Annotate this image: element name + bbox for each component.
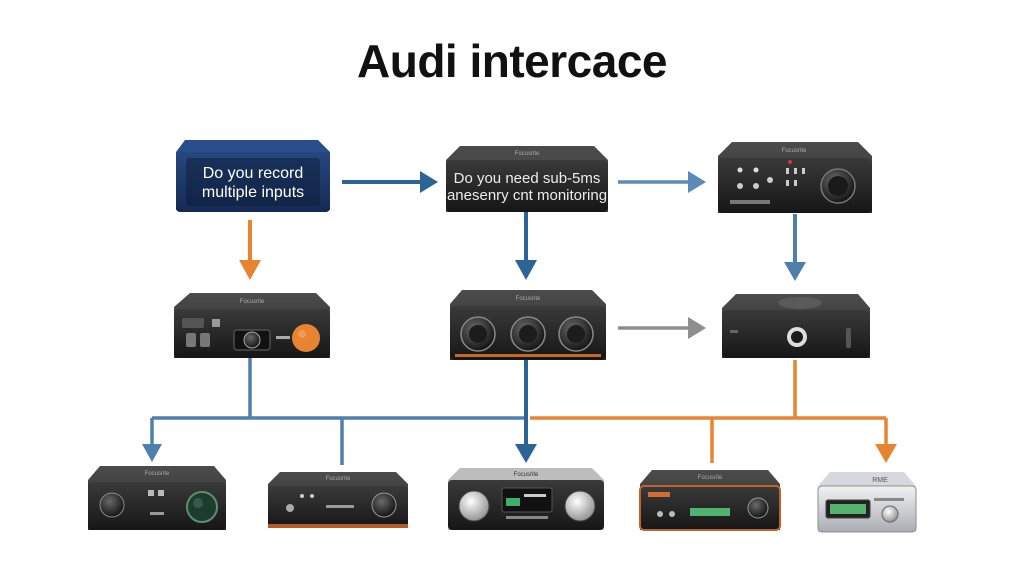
device-bottom-3: Focusrite <box>448 468 604 530</box>
arrow-q1-down-orange <box>239 220 261 280</box>
arrow-q2-to-top-right-device <box>618 171 706 193</box>
question-2-line-1: Do you need sub-5ms <box>453 170 601 187</box>
device-logo-bottom-5: RME <box>872 477 888 484</box>
blue-distribution-lines <box>142 358 537 465</box>
device-logo-bottom-4: Focusrite <box>698 475 723 481</box>
device-bottom-5: RME <box>817 472 917 533</box>
question-box-record-inputs <box>176 140 330 212</box>
device-logo-top-right: Focusrite <box>782 148 807 154</box>
arrow-q2-down-blue <box>515 212 537 280</box>
device-bottom-4: Focusrite <box>639 470 781 531</box>
orange-distribution-lines <box>530 360 897 463</box>
device-logo-mid-middle: Focusrite <box>516 296 541 302</box>
device-mid-right <box>722 294 870 358</box>
device-mid-left: Focusrite <box>174 293 330 358</box>
device-bottom-2: Focusrite <box>268 472 408 528</box>
device-logo-bottom-3: Focusrite <box>514 472 539 478</box>
device-logo-bottom-2: Focusrite <box>326 476 351 482</box>
diagram-title: Audi intercace <box>357 35 668 87</box>
question-1-line-2: multiple inputs <box>201 184 305 201</box>
device-bottom-1: Focusrite <box>88 466 226 530</box>
question-2-line-2: anesenry cnt monitoring <box>446 187 608 204</box>
arrow-mid-middle-to-mid-right <box>618 317 706 339</box>
device-logo-bottom-1: Focusrite <box>145 471 170 477</box>
question-box-sub5ms: Focusrite <box>446 146 608 212</box>
question-1-text: Do you record multiple inputs <box>176 164 330 202</box>
device-mid-middle: Focusrite <box>450 290 606 360</box>
arrow-q1-to-q2 <box>342 171 438 193</box>
device-logo-top-middle: Focusrite <box>515 151 540 157</box>
arrow-top-right-down <box>784 214 806 281</box>
question-1-line-1: Do you record <box>202 165 304 182</box>
device-logo-mid-left: Focusrite <box>240 299 265 305</box>
device-top-right: Focusrite <box>718 142 872 213</box>
question-2-text: Do you need sub-5ms anesenry cnt monitor… <box>446 170 608 204</box>
